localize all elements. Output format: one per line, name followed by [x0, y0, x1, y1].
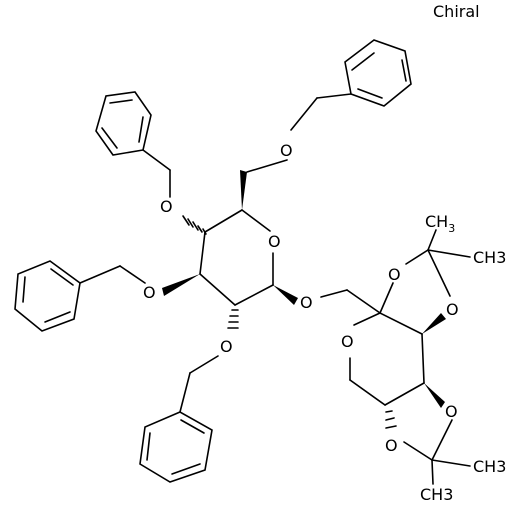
methyl-4: CH3 [420, 485, 453, 504]
atom-o-c4: O [160, 197, 173, 216]
atom-o-acetal1b: O [446, 300, 459, 319]
atom-o-acetal2a: O [445, 402, 458, 421]
pyranose-ring [349, 312, 425, 406]
chiral-flag: Chiral [433, 2, 480, 21]
atom-o-c6: O [280, 141, 293, 160]
benzyl-ring-bottom [139, 411, 213, 483]
hash-c4 [182, 215, 207, 235]
atom-o-acetal2b: O [385, 436, 398, 455]
atom-o-pyranose: O [341, 332, 354, 351]
benzyl-ring-upper-left [95, 91, 152, 156]
hash-lower [385, 410, 397, 429]
atom-o-acetal1a: O [388, 265, 401, 284]
benzyl-ring-left [14, 260, 81, 332]
atom-o-ring: O [268, 232, 281, 251]
atom-o-c2: O [220, 337, 233, 356]
benzyl-ring-top [344, 39, 412, 107]
atom-o-glycosidic: O [300, 293, 313, 312]
hash-c2 [227, 309, 239, 329]
atom-o-c3: O [143, 283, 156, 302]
methyl-3: CH3 [473, 457, 506, 476]
methyl-1: CH3 [425, 212, 455, 235]
methyl-2: CH3 [473, 248, 506, 267]
glucose-ring [199, 209, 274, 306]
